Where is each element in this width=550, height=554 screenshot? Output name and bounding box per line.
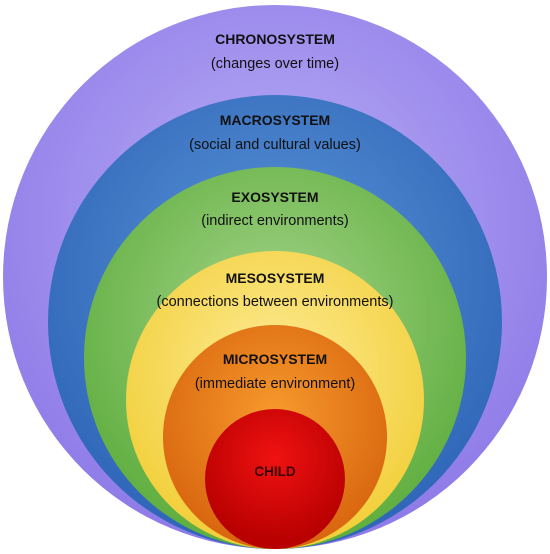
microsystem-title: MICROSYSTEM bbox=[223, 351, 327, 367]
child-title: CHILD bbox=[254, 464, 295, 479]
macrosystem-title: MACROSYSTEM bbox=[220, 112, 330, 128]
exosystem-subtitle: (indirect environments) bbox=[201, 213, 348, 229]
microsystem-subtitle: (immediate environment) bbox=[195, 376, 355, 392]
chronosystem-subtitle: (changes over time) bbox=[211, 56, 339, 72]
mesosystem-subtitle: (connections between environments) bbox=[157, 294, 394, 310]
exosystem-title: EXOSYSTEM bbox=[231, 189, 318, 205]
chronosystem-title: CHRONOSYSTEM bbox=[215, 31, 335, 47]
mesosystem-title: MESOSYSTEM bbox=[226, 270, 325, 286]
macrosystem-subtitle: (social and cultural values) bbox=[189, 137, 361, 153]
child-circle bbox=[205, 409, 345, 549]
